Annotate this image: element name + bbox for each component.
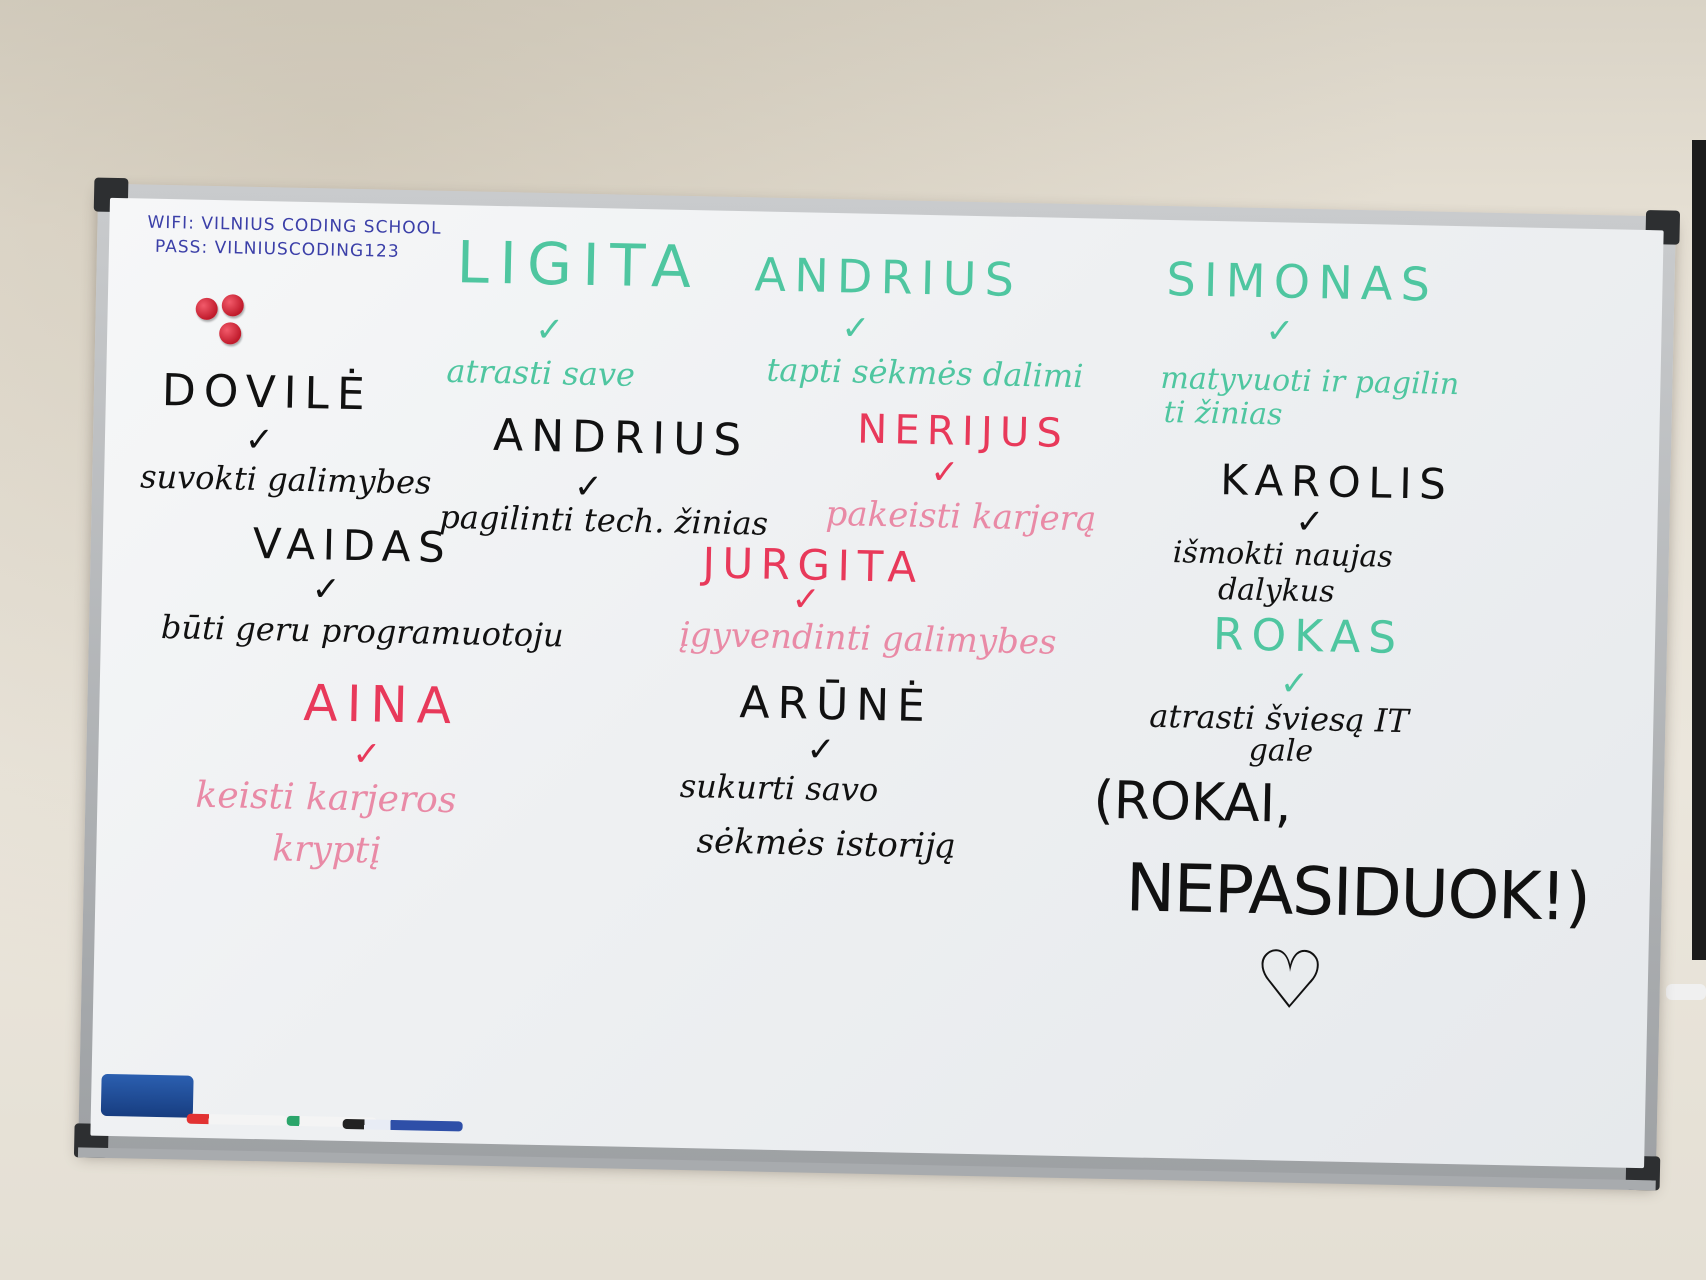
name-aina: AINA xyxy=(302,673,461,736)
name-arune: ARŪNĖ xyxy=(739,677,934,733)
check-icon: ✓ xyxy=(841,308,871,349)
check-icon: ✓ xyxy=(1279,663,1310,705)
goal-vaidas: būti geru programuotoju xyxy=(160,607,564,655)
check-icon: ✓ xyxy=(1265,311,1295,352)
goal-andrius-top: tapti sėkmės dalimi xyxy=(766,350,1084,396)
check-icon: ✓ xyxy=(311,569,341,610)
red-marker[interactable] xyxy=(186,1113,287,1126)
wall-hook xyxy=(1666,984,1706,1000)
name-vaidas: VAIDAS xyxy=(252,518,453,573)
name-andrius-top: ANDRIUS xyxy=(753,247,1023,307)
name-karolis: KAROLIS xyxy=(1219,455,1454,510)
goal-rokas-line1: atrasti šviesą IT xyxy=(1148,696,1410,741)
check-icon: ✓ xyxy=(351,734,382,775)
name-andrius: ANDRIUS xyxy=(492,409,750,467)
heart-icon: ♡ xyxy=(1252,932,1327,1028)
goal-aina-line1: keisti karjeros xyxy=(195,774,457,822)
name-dovile: DOVILĖ xyxy=(161,364,374,421)
name-nerijus: NERIJUS xyxy=(856,406,1070,457)
goal-simonas-line2: ti žinias xyxy=(1163,394,1283,433)
wifi-password: PASS: VILNIUSCODING123 xyxy=(154,236,400,262)
check-icon: ✓ xyxy=(534,309,565,351)
name-rokas: ROKAS xyxy=(1212,609,1405,665)
magnet[interactable] xyxy=(195,297,218,321)
goal-karolis-line1: išmokti naujas xyxy=(1172,535,1394,575)
note-line2: NEPASIDUOK!) xyxy=(1124,849,1591,936)
goal-aina-line2: kryptį xyxy=(271,828,382,872)
whiteboard: WIFI: VILNIUS CODING SCHOOL PASS: VILNIU… xyxy=(73,177,1681,1191)
note-line1: (ROKAI, xyxy=(1092,770,1293,835)
goal-karolis-line2: dalykus xyxy=(1217,572,1335,610)
magnet[interactable] xyxy=(221,294,245,317)
check-icon: ✓ xyxy=(930,452,960,493)
goal-andrius: pagilinti tech. žinias xyxy=(439,497,769,543)
goal-rokas-line2: gale xyxy=(1248,732,1314,770)
black-marker[interactable] xyxy=(342,1118,463,1132)
goal-ligita: atrasti save xyxy=(446,351,636,394)
check-icon: ✓ xyxy=(1295,501,1325,543)
check-icon: ✓ xyxy=(806,729,836,771)
name-ligita: LIGITA xyxy=(456,228,703,302)
magnet[interactable] xyxy=(218,322,242,345)
name-simonas: SIMONAS xyxy=(1165,251,1439,312)
check-icon: ✓ xyxy=(244,419,274,461)
goal-nerijus: pakeisti karjerą xyxy=(825,493,1097,540)
check-icon: ✓ xyxy=(573,466,603,508)
goal-jurgita: įgyvendinti galimybes xyxy=(678,614,1057,663)
projector-screen-edge xyxy=(1692,140,1706,960)
goal-simonas-line1: matyvuoti ir pagilin xyxy=(1160,360,1460,403)
goal-dovile: suvokti galimybes xyxy=(139,457,432,502)
wifi-name: WIFI: VILNIUS CODING SCHOOL xyxy=(147,212,442,239)
goal-arune-line1: sukurti savo xyxy=(679,766,879,810)
whiteboard-surface: WIFI: VILNIUS CODING SCHOOL PASS: VILNIU… xyxy=(90,197,1664,1169)
check-icon: ✓ xyxy=(791,579,821,620)
eraser[interactable] xyxy=(100,1073,194,1118)
goal-arune-line2: sėkmės istoriją xyxy=(696,821,957,867)
